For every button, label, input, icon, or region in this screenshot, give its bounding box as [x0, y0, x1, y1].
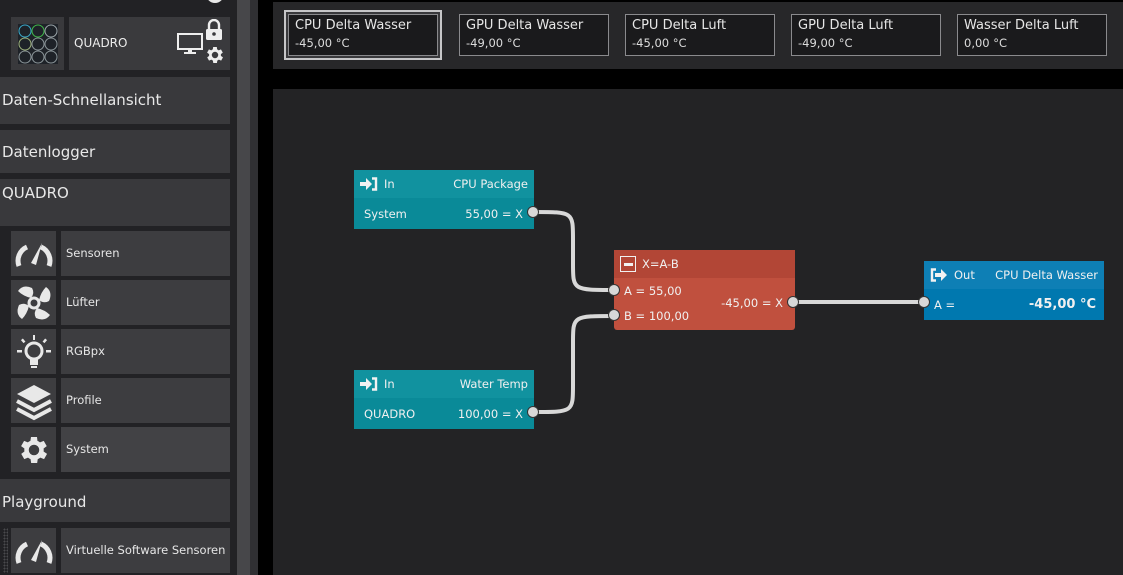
- lock-icon[interactable]: [205, 19, 223, 41]
- node-editor-canvas[interactable]: In CPU Package System 55,00 = X In Water…: [273, 89, 1123, 575]
- wire-cpu-package-to-a[interactable]: [533, 210, 616, 292]
- sidebar-section-label: QUADRO: [2, 184, 69, 202]
- sign-in-icon: [360, 177, 378, 191]
- output-port[interactable]: [527, 406, 539, 418]
- sidebar-section-label: Playground: [2, 493, 87, 511]
- sidebar-item-sensoren[interactable]: Sensoren: [11, 231, 230, 276]
- operator-input-a: A = 55,00: [624, 284, 682, 298]
- gear-icon: [20, 436, 47, 463]
- output-port[interactable]: [527, 206, 539, 218]
- sensor-tile-value: -45,00 °C: [632, 36, 687, 50]
- sensor-tile[interactable]: CPU Delta Luft -45,00 °C: [625, 14, 775, 56]
- output-node-cpu-delta-wasser[interactable]: Out CPU Delta Wasser A = -45,00 °C: [918, 261, 1104, 320]
- sensor-tile-name: GPU Delta Luft: [798, 18, 894, 33]
- input-port-a[interactable]: [918, 296, 930, 308]
- sensor-tile[interactable]: GPU Delta Wasser -49,00 °C: [459, 14, 609, 56]
- sidebar-section-quadro[interactable]: QUADRO: [0, 179, 230, 226]
- lightbulb-icon: [16, 334, 51, 368]
- node-type-label: Out: [954, 268, 975, 282]
- splitter[interactable]: [250, 0, 258, 575]
- output-value: -45,00 °C: [1028, 297, 1096, 312]
- operator-output-value: -45,00 = X: [721, 296, 783, 310]
- sensor-tile-value: 0,00 °C: [964, 36, 1008, 50]
- sensor-tile-name: Wasser Delta Luft: [964, 18, 1079, 33]
- sensor-tile-name: CPU Delta Wasser: [295, 18, 412, 33]
- minus-icon: [620, 256, 636, 272]
- wire-water-temp-to-b[interactable]: [533, 314, 616, 414]
- device-name: QUADRO: [74, 36, 128, 50]
- input-port-a[interactable]: [608, 284, 620, 296]
- node-output-value: 100,00 = X: [457, 406, 523, 421]
- sidebar-item-label: Daten-Schnellansicht: [2, 91, 162, 109]
- device-thumbnail[interactable]: [11, 17, 64, 70]
- sensor-tile-bar: CPU Delta Wasser -45,00 °C GPU Delta Was…: [273, 2, 1123, 69]
- sensor-tile[interactable]: CPU Delta Wasser -45,00 °C: [286, 12, 440, 58]
- sidebar-item-label: Sensoren: [61, 231, 230, 276]
- sidebar-item-label: Datenlogger: [2, 143, 96, 161]
- gauge-icon: [15, 539, 52, 564]
- sign-out-icon: [930, 268, 947, 282]
- info-icon[interactable]: [206, 0, 224, 6]
- sensor-tile-value: -49,00 °C: [798, 36, 853, 50]
- input-node-cpu-package[interactable]: In CPU Package System 55,00 = X: [354, 170, 539, 229]
- sidebar-item-datenlogger[interactable]: Datenlogger: [0, 130, 230, 173]
- gear-icon[interactable]: [204, 44, 226, 66]
- sidebar-item-label: System: [61, 427, 230, 472]
- sidebar-scrollbar[interactable]: [237, 0, 250, 575]
- node-type-label: In: [384, 377, 395, 391]
- subtract-operator-node[interactable]: X=A-B A = 55,00 B = 100,00 -45,00 = X: [608, 250, 799, 330]
- sign-in-icon: [360, 377, 378, 391]
- node-sensor-name: CPU Package: [453, 177, 528, 191]
- input-node-water-temp[interactable]: In Water Temp QUADRO 100,00 = X: [354, 370, 539, 429]
- sidebar-item-label: RGBpx: [61, 329, 230, 374]
- output-port[interactable]: [787, 296, 799, 308]
- sensor-tile-name: GPU Delta Wasser: [466, 18, 584, 33]
- input-port-b[interactable]: [608, 309, 620, 321]
- sensor-tile[interactable]: GPU Delta Luft -49,00 °C: [791, 14, 941, 56]
- operator-formula: X=A-B: [642, 257, 679, 271]
- sensor-tile-name: CPU Delta Luft: [632, 18, 727, 33]
- sidebar: QUADRO Daten-Schnellansicht Datenlogger …: [0, 0, 237, 575]
- node-sensor-name: CPU Delta Wasser: [995, 268, 1098, 282]
- device-card[interactable]: QUADRO: [69, 17, 230, 70]
- node-type-label: In: [384, 177, 395, 191]
- output-input-label: A =: [934, 297, 956, 312]
- operator-input-b: B = 100,00: [624, 309, 690, 323]
- sidebar-item-profile[interactable]: Profile: [11, 378, 230, 423]
- fan-icon: [17, 286, 50, 319]
- monitor-icon[interactable]: [177, 33, 203, 55]
- sidebar-section-playground[interactable]: Playground: [0, 479, 230, 522]
- sidebar-item-virtuelle-software-sensoren[interactable]: Virtuelle Software Sensoren: [11, 528, 230, 573]
- wire-layer: [533, 210, 925, 414]
- sidebar-item-label: Lüfter: [61, 280, 230, 325]
- sensor-tile-value: -49,00 °C: [466, 36, 521, 50]
- sidebar-item-daten-schnellansicht[interactable]: Daten-Schnellansicht: [0, 77, 230, 124]
- quadro-dashboard-thumbnail: [18, 24, 58, 64]
- sensor-tile-value: -45,00 °C: [295, 36, 350, 50]
- node-output-value: 55,00 = X: [465, 206, 523, 221]
- sidebar-item-system[interactable]: System: [11, 427, 230, 472]
- sidebar-item-rgbpx[interactable]: RGBpx: [11, 329, 230, 374]
- sidebar-item-label: Profile: [61, 378, 230, 423]
- sidebar-item-label: Virtuelle Software Sensoren: [61, 528, 230, 573]
- node-sensor-name: Water Temp: [459, 377, 528, 391]
- node-source: System: [364, 206, 407, 221]
- sidebar-item-luefter[interactable]: Lüfter: [11, 280, 230, 325]
- node-source: QUADRO: [364, 406, 416, 421]
- layers-icon: [15, 384, 52, 420]
- gauge-icon: [15, 242, 52, 267]
- drag-handle[interactable]: [3, 528, 8, 573]
- sensor-tile[interactable]: Wasser Delta Luft 0,00 °C: [957, 14, 1107, 56]
